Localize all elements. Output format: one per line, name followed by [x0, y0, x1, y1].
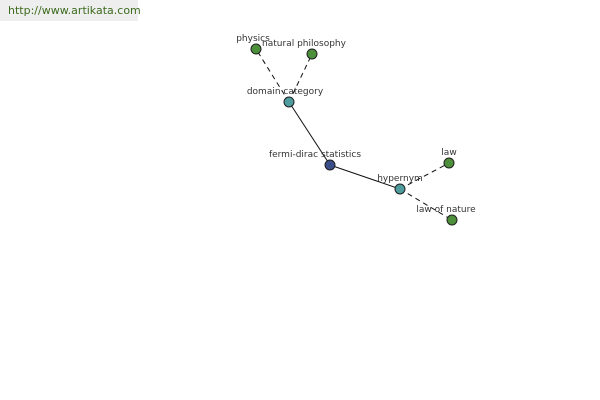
- node-label-hypernym: hypernym: [377, 174, 423, 184]
- node-physics[interactable]: [250, 43, 262, 55]
- source-banner: http://www.artikata.com: [0, 0, 141, 21]
- edge-fermi-dirac-statistics-to-hypernym: [329, 164, 401, 190]
- source-link[interactable]: http://www.artikata.com: [8, 4, 141, 17]
- node-label-law-of-nature: law of nature: [416, 205, 476, 215]
- graph-edges: [255, 48, 453, 221]
- node-domain-category[interactable]: [283, 96, 295, 108]
- node-hypernym[interactable]: [394, 183, 406, 195]
- node-law[interactable]: [443, 157, 455, 169]
- node-label-physics: physics: [236, 34, 270, 44]
- node-label-law: law: [441, 148, 456, 158]
- node-label-domain-category: domain category: [247, 87, 324, 97]
- edge-domain-category-to-physics: [255, 48, 290, 103]
- graph-labels: fermi-dirac statistics domain category hyp…: [236, 34, 476, 215]
- edge-hypernym-to-law: [399, 162, 450, 190]
- node-fermi-dirac-statistics[interactable]: [324, 159, 336, 171]
- node-label-natural-philosophy: natural philosophy: [262, 39, 347, 49]
- edge-fermi-dirac-statistics-to-domain-category: [288, 101, 331, 166]
- node-natural-philosophy[interactable]: [306, 48, 318, 60]
- edge-hypernym-to-law-of-nature: [399, 188, 453, 221]
- node-label-fermi-dirac-statistics: fermi-dirac statistics: [269, 150, 361, 160]
- graph-nodes: [250, 43, 458, 226]
- node-law-of-nature[interactable]: [446, 214, 458, 226]
